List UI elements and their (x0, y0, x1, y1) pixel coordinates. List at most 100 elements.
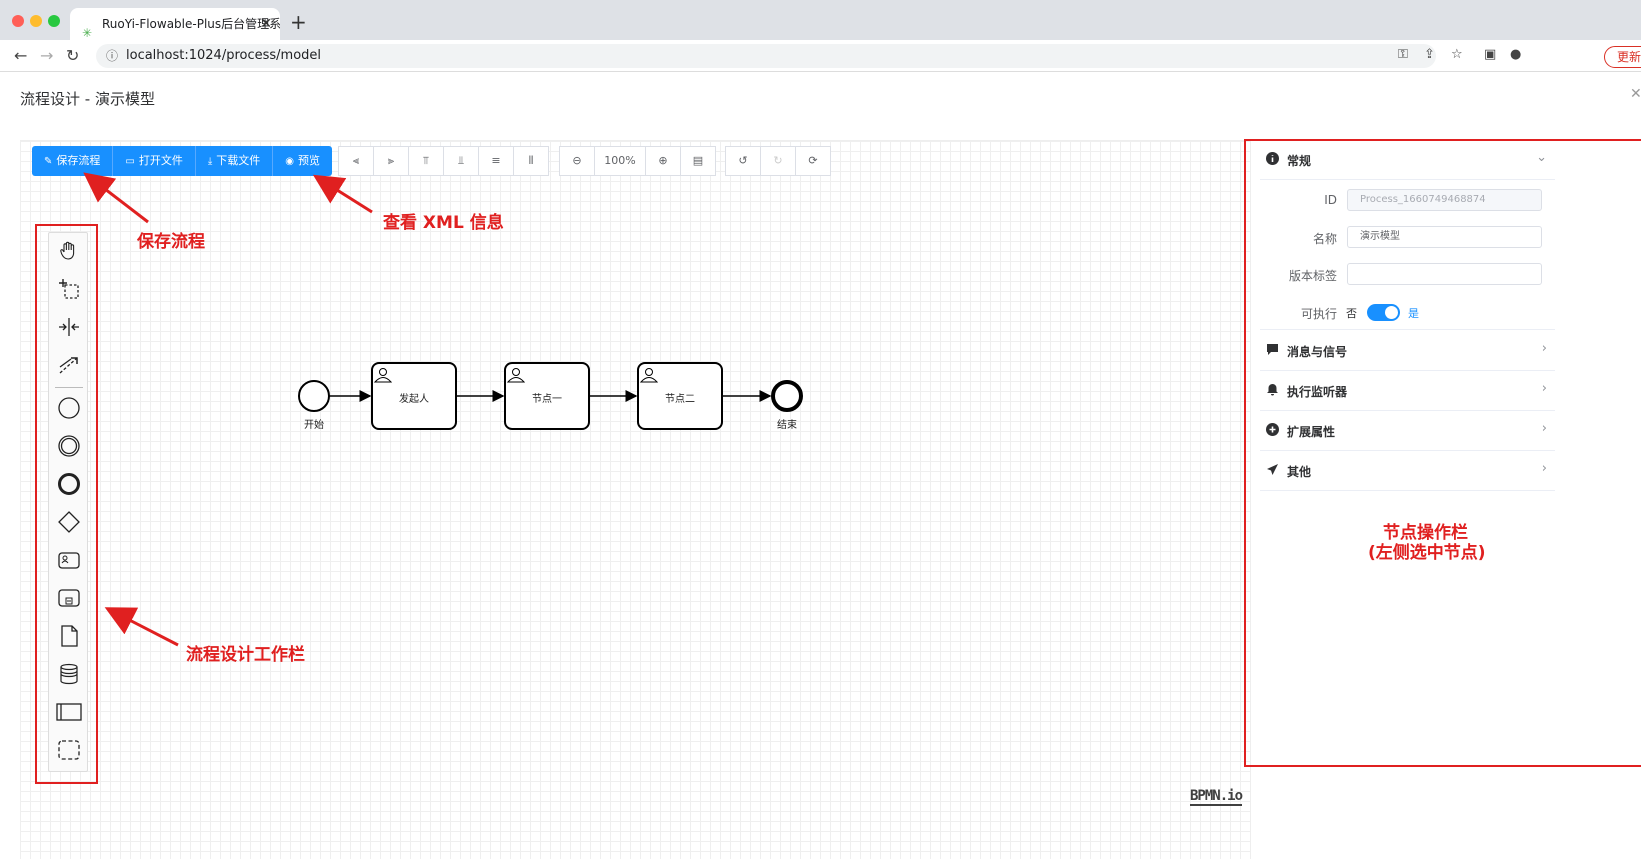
minimize-window-button[interactable] (30, 15, 42, 27)
annotation-panel-title: 节点操作栏 (1383, 523, 1468, 543)
designer-canvas[interactable] (20, 140, 1250, 859)
update-button[interactable]: 更新 (1604, 46, 1641, 68)
chevron-right-icon: › (1541, 381, 1547, 396)
executable-yes-text: 是 (1408, 307, 1419, 320)
browser-tab[interactable]: ✳ RuoYi-Flowable-Plus后台管理系 ✕ (70, 8, 280, 40)
site-info-icon[interactable]: ⓘ (106, 49, 119, 63)
start-event-label: 开始 (304, 420, 324, 431)
version-label: 版本标签 (1288, 269, 1337, 283)
file-button-group: ✎保存流程 ▭打开文件 ⤓下载文件 ◉预览 (32, 146, 332, 176)
url-field[interactable]: ⓘ localhost:1024/process/model (96, 44, 1436, 68)
end-event-icon[interactable] (53, 468, 85, 500)
align-middle-icon[interactable]: ⦀ (513, 146, 549, 176)
bpmn-palette (48, 232, 88, 772)
annotation-arrow-save (83, 172, 149, 224)
user-task-icon[interactable] (53, 544, 85, 576)
name-field[interactable]: 演示模型 (1347, 226, 1542, 248)
new-tab-button[interactable]: + (290, 10, 307, 34)
task-label: 节点二 (665, 394, 695, 405)
start-event-icon[interactable] (53, 392, 85, 424)
message-signal-section-header[interactable]: 消息与信号 › (1260, 331, 1555, 371)
executable-no-text: 否 (1346, 307, 1357, 320)
name-label: 名称 (1312, 232, 1337, 246)
plus-circle-icon (1266, 423, 1279, 436)
fit-viewport-icon[interactable]: ▤ (680, 146, 716, 176)
lasso-tool-icon[interactable] (53, 273, 85, 305)
send-icon (1267, 464, 1278, 475)
annotation-box-panel (1244, 139, 1641, 767)
id-label: ID (1324, 193, 1337, 207)
extension-section-header[interactable]: 扩展属性 › (1260, 411, 1555, 451)
reload-icon[interactable]: ↻ (66, 46, 80, 65)
maximize-window-button[interactable] (48, 15, 60, 27)
data-store-icon[interactable] (53, 658, 85, 690)
dialog-close-icon[interactable]: ✕ (1630, 86, 1641, 102)
hand-tool-icon[interactable] (53, 235, 85, 267)
end-event-label: 结束 (777, 420, 797, 431)
history-button-group: ↺ ↻ ⟳ (725, 146, 831, 176)
annotation-arrow-palette (104, 607, 179, 647)
redo-icon[interactable]: ↻ (760, 146, 796, 176)
end-event[interactable] (771, 380, 803, 412)
sidebar-icon[interactable]: ▣ (1484, 47, 1497, 62)
address-bar-row: ← → ↻ ⓘ localhost:1024/process/model ⚿ ⇪… (0, 40, 1641, 72)
close-window-button[interactable] (12, 15, 24, 27)
message-icon (1267, 344, 1278, 355)
save-process-button[interactable]: ✎保存流程 (32, 146, 114, 176)
data-object-icon[interactable] (53, 620, 85, 652)
intermediate-event-icon[interactable] (53, 430, 85, 462)
global-connect-tool-icon[interactable] (53, 349, 85, 381)
annotation-palette: 流程设计工作栏 (186, 645, 305, 665)
browser-tab-bar: ✳ RuoYi-Flowable-Plus后台管理系 ✕ + (0, 0, 1641, 40)
info-icon (1266, 152, 1279, 165)
align-bottom-icon[interactable]: ⫫ (443, 146, 479, 176)
properties-panel (1250, 140, 1641, 859)
tab-close-icon[interactable]: ✕ (260, 16, 272, 32)
key-icon[interactable]: ⚿ (1398, 47, 1408, 62)
bpmn-diagram: 开始 发起人 节点一 节点二 结束 (290, 355, 820, 445)
group-icon[interactable] (53, 734, 85, 766)
folder-icon: ▭ (125, 156, 135, 167)
chevron-right-icon: › (1541, 421, 1547, 436)
zoom-button-group: ⊖ 100% ⊕ ▤ (559, 146, 716, 176)
forward-arrow-icon[interactable]: → (40, 46, 54, 65)
share-icon[interactable]: ⇪ (1424, 47, 1435, 62)
download-file-button[interactable]: ⤓下载文件 (195, 146, 274, 176)
align-top-icon[interactable]: ⫪ (408, 146, 444, 176)
bpmn-io-logo[interactable]: BPMN.io (1190, 788, 1243, 806)
subprocess-icon[interactable] (53, 582, 85, 614)
version-field[interactable] (1347, 263, 1542, 285)
favicon-icon: ✳ (82, 26, 93, 40)
align-right-icon[interactable]: ⫸ (373, 146, 409, 176)
edit-icon: ✎ (44, 156, 53, 167)
profile-icon[interactable]: ● (1510, 47, 1522, 62)
align-center-icon[interactable]: ≡ (478, 146, 514, 176)
back-arrow-icon[interactable]: ← (14, 46, 28, 65)
id-field[interactable]: Process_1660749468874 (1347, 189, 1542, 211)
other-section-header[interactable]: 其他 › (1260, 451, 1555, 491)
space-tool-icon[interactable] (53, 311, 85, 343)
annotation-arrow-xml (312, 174, 373, 214)
bookmark-star-icon[interactable]: ☆ (1451, 47, 1463, 62)
executable-switch[interactable] (1367, 304, 1400, 321)
gateway-icon[interactable] (53, 506, 85, 538)
chevron-down-icon: ⌄ (1536, 150, 1547, 165)
restart-icon[interactable]: ⟳ (795, 146, 831, 176)
preview-button[interactable]: ◉预览 (273, 146, 332, 176)
open-file-button[interactable]: ▭打开文件 (113, 146, 196, 176)
zoom-in-icon[interactable]: ⊕ (645, 146, 681, 176)
annotation-xml: 查看 XML 信息 (383, 213, 504, 233)
listener-section-header[interactable]: 执行监听器 › (1260, 371, 1555, 411)
eye-icon: ◉ (285, 156, 294, 167)
dialog-title: 流程设计 - 演示模型 (20, 90, 155, 108)
executable-label: 可执行 (1300, 307, 1337, 321)
tab-title: RuoYi-Flowable-Plus后台管理系 (102, 17, 280, 31)
download-icon: ⤓ (207, 156, 213, 167)
chevron-right-icon: › (1541, 461, 1547, 476)
url-text: localhost:1024/process/model (126, 48, 322, 63)
pool-icon[interactable] (53, 696, 85, 728)
undo-icon[interactable]: ↺ (725, 146, 761, 176)
general-section-body (1260, 180, 1555, 330)
general-section-header[interactable]: 常规 ⌄ (1260, 140, 1555, 180)
